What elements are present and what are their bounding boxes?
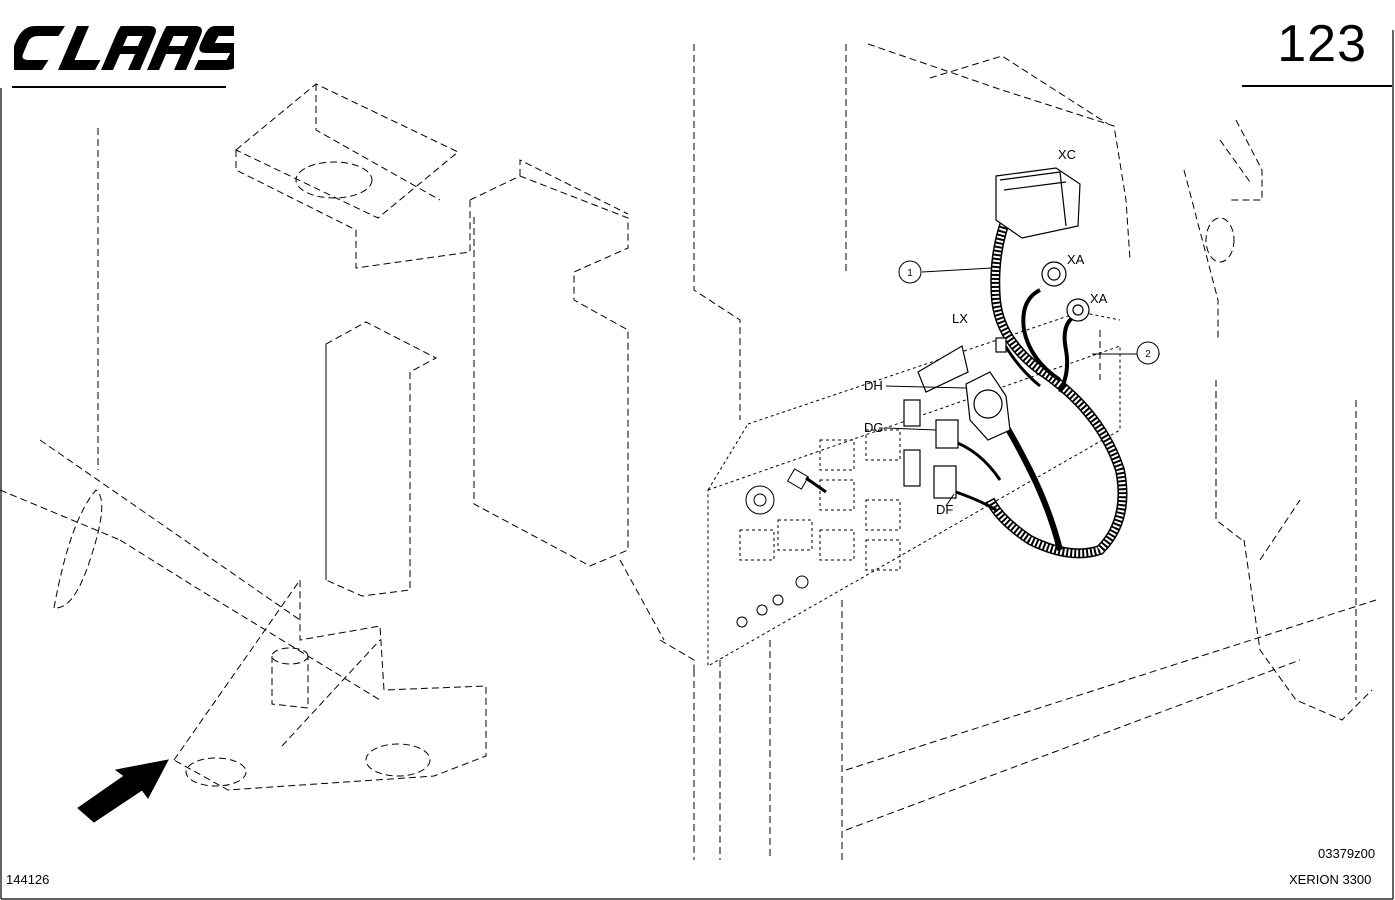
document-number: 144126 (6, 872, 50, 887)
label-xa-upper: XA (1067, 252, 1085, 267)
label-xa-lower: XA (1090, 291, 1108, 306)
view-direction-arrow-icon (77, 759, 169, 823)
leader-lines (885, 267, 1160, 507)
page-number: 123 (1277, 15, 1367, 73)
connector-components (903, 337, 1011, 499)
bolt (786, 468, 827, 494)
callout-circles (898, 260, 1160, 365)
model-name: XERION 3300 (1289, 872, 1372, 887)
callout-1: 1 (907, 268, 913, 279)
connector-xa (1041, 261, 1090, 322)
label-dg: DG (864, 420, 884, 435)
label-lx: LX (952, 311, 968, 326)
label-dh: DH (864, 378, 883, 393)
mounting-panel (707, 311, 1121, 667)
label-df: DF (936, 502, 953, 517)
label-xc: XC (1058, 147, 1076, 162)
logo-rule (12, 86, 226, 88)
reference-code: 03379z00 (1318, 846, 1376, 861)
claas-logo (14, 26, 234, 70)
page-number-rule (1242, 85, 1392, 87)
hidden-structure (0, 43, 1377, 860)
connector-xc (995, 167, 1081, 239)
callout-2: 2 (1145, 349, 1151, 360)
page-border (0, 30, 1394, 900)
